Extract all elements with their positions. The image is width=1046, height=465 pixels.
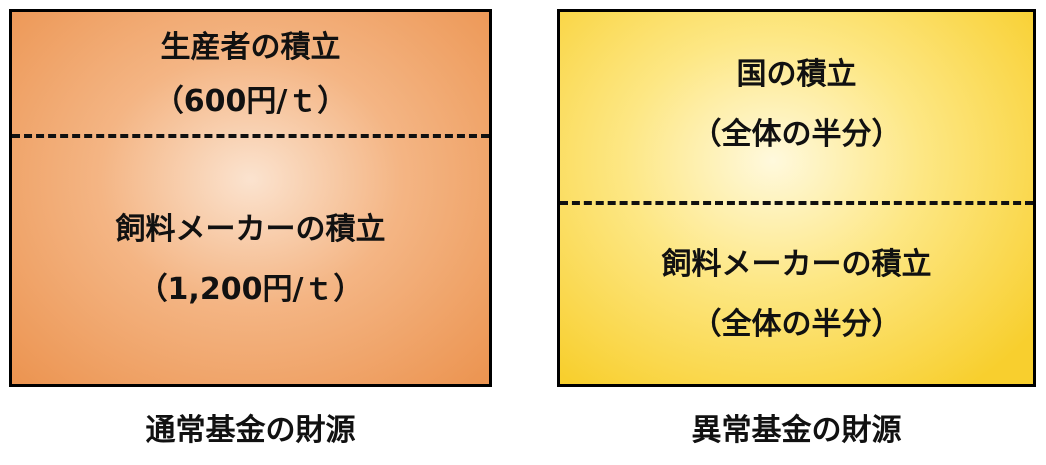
feed-maker-contribution-amount: （1,200円/ｔ） [137, 272, 364, 307]
normal-fund-caption: 通常基金の財源 [145, 413, 356, 448]
producer-contribution-label: 生産者の積立 [160, 30, 341, 65]
national-contribution-share: （全体の半分） [691, 117, 902, 152]
producer-contribution-amount: （600円/ｔ） [153, 84, 348, 119]
normal-fund-box: 生産者の積立 （600円/ｔ） 飼料メーカーの積立 （1,200円/ｔ） [9, 9, 492, 387]
feed-maker-contribution-label: 飼料メーカーの積立 [115, 212, 386, 247]
feed-maker-share-amount: （全体の半分） [691, 307, 902, 342]
emergency-fund-divider [560, 201, 1033, 205]
national-contribution-label: 国の積立 [736, 57, 857, 92]
normal-fund-divider [12, 134, 489, 138]
emergency-fund-box: 国の積立 （全体の半分） 飼料メーカーの積立 （全体の半分） [557, 9, 1036, 387]
feed-maker-share-label: 飼料メーカーの積立 [661, 247, 932, 282]
emergency-fund-caption: 異常基金の財源 [691, 413, 902, 448]
